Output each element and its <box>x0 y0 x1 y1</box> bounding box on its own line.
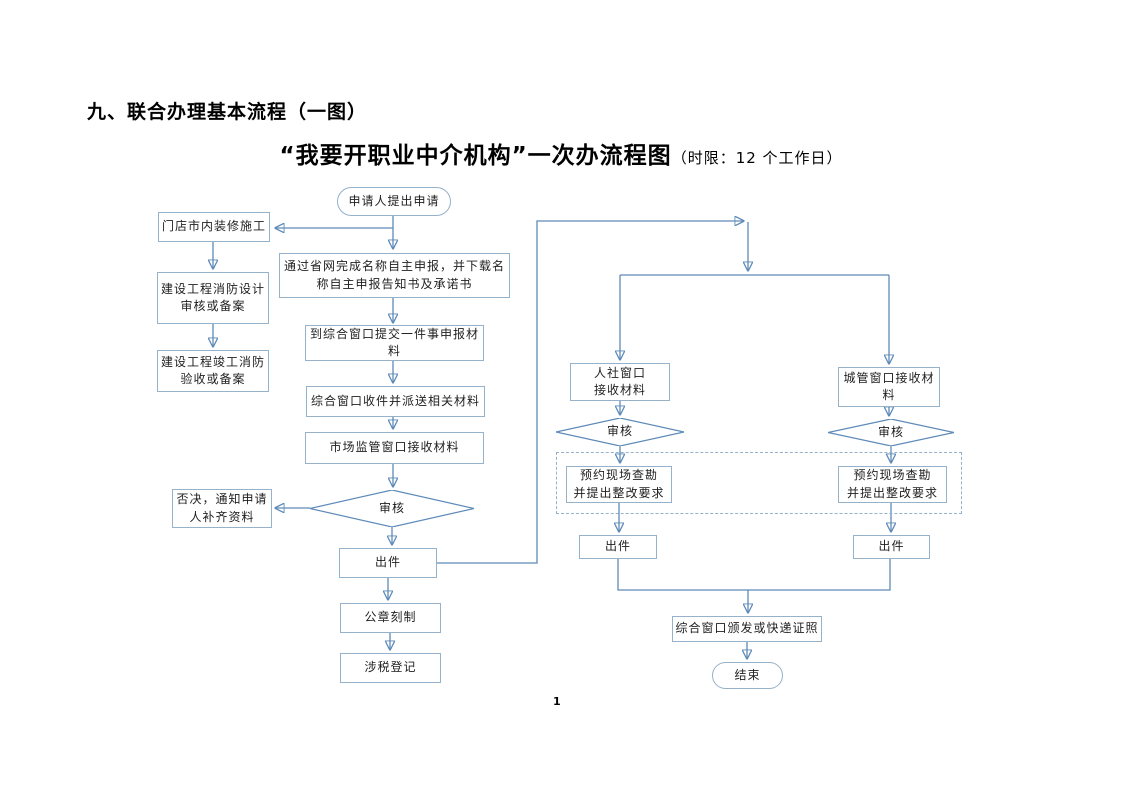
node-cg-window: 城管窗口接收材 料 <box>838 367 940 407</box>
node-review-main: 审核 <box>310 490 474 527</box>
node-license-delivery: 综合窗口颁发或快递证照 <box>672 616 822 642</box>
node-hr-issue: 出件 <box>579 535 657 559</box>
diamond-shape <box>828 419 954 446</box>
node-submit-materials: 到综合窗口提交一件事申报材 料 <box>305 325 484 361</box>
node-hr-review: 审核 <box>556 418 684 446</box>
node-window-receive: 综合窗口收件并派送相关材料 <box>306 386 485 417</box>
page-number: 1 <box>553 695 561 708</box>
node-hr-survey: 预约现场查勘 并提出整改要求 <box>566 466 672 503</box>
node-issue-main: 出件 <box>339 548 437 578</box>
flowchart-title-note: （时限：12 个工作日） <box>671 149 843 167</box>
section-heading: 九、联合办理基本流程（一图） <box>87 101 368 123</box>
node-cg-issue: 出件 <box>853 535 930 559</box>
connector <box>437 221 743 564</box>
diamond-shape <box>310 490 474 527</box>
node-tax-registration: 涉税登记 <box>340 653 441 683</box>
node-hr-window: 人社窗口 接收材料 <box>570 363 670 401</box>
site-survey-dashed-zone <box>556 452 962 514</box>
node-reject-notify: 否决，通知申请 人补齐资料 <box>172 489 272 528</box>
node-cg-survey: 预约现场查勘 并提出整改要求 <box>838 466 947 503</box>
node-fire-design: 建设工程消防设计 审核或备案 <box>157 272 269 324</box>
node-start: 申请人提出申请 <box>337 187 451 216</box>
node-shop-decoration: 门店市内装修施工 <box>158 212 270 242</box>
flowchart-title-main: “我要开职业中介机构”一次办流程图 <box>279 143 672 169</box>
node-seal-engraving: 公章刻制 <box>340 603 441 633</box>
diamond-shape <box>556 418 684 446</box>
node-end: 结束 <box>712 662 783 689</box>
flowchart-title: “我要开职业中介机构”一次办流程图（时限：12 个工作日） <box>0 136 1122 170</box>
node-fire-acceptance: 建设工程竣工消防 验收或备案 <box>157 350 269 392</box>
node-cg-review: 审核 <box>828 419 954 446</box>
connector <box>617 559 891 591</box>
node-market-window: 市场监管窗口接收材料 <box>305 432 484 464</box>
node-online-declaration: 通过省网完成名称自主申报，并下载名 称自主申报告知书及承诺书 <box>279 253 510 298</box>
